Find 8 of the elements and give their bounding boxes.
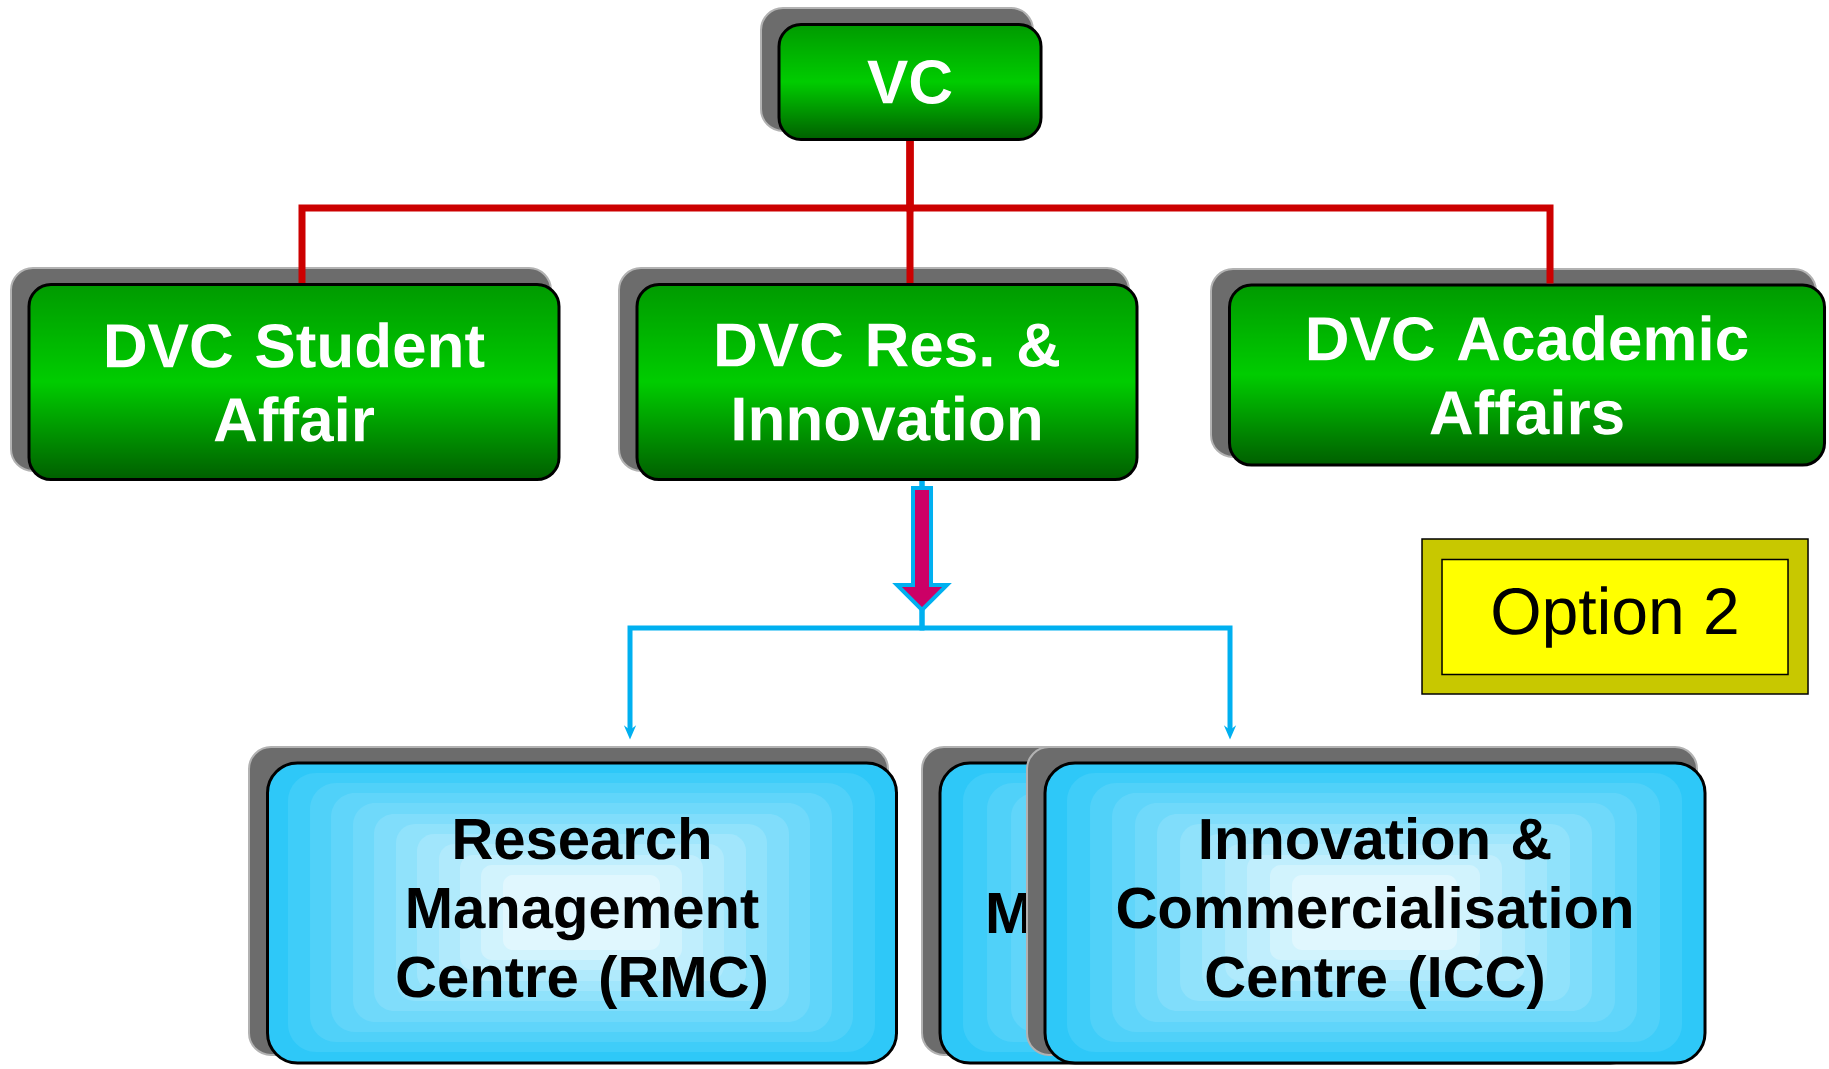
role-box: DVC Student Affair bbox=[10, 267, 561, 481]
role-box: DVC Res. & Innovation bbox=[618, 267, 1139, 481]
option-badge: Option 2 bbox=[1421, 538, 1809, 695]
unit-box: Innovation & Commercialisation Centre (ICC) bbox=[1026, 746, 1707, 1065]
block-arrow bbox=[892, 486, 952, 613]
title-box: VC bbox=[760, 7, 1043, 141]
role-box: DVC Academic Affairs bbox=[1210, 268, 1826, 467]
unit-box: Research Management Centre (RMC) bbox=[248, 746, 898, 1065]
